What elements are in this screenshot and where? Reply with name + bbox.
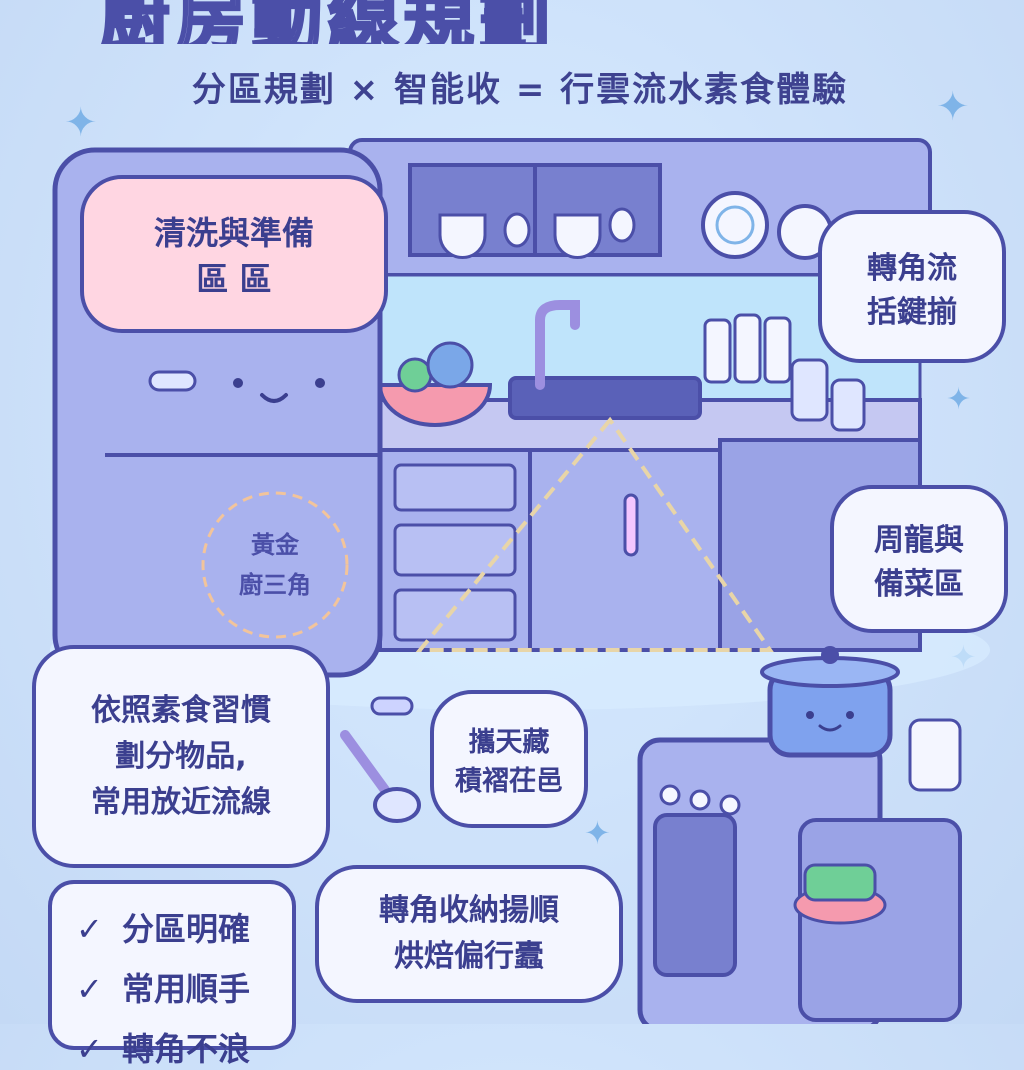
note-line: 黃金 [251, 531, 299, 559]
jar-icon [703, 318, 732, 384]
cup-icon [438, 213, 487, 259]
checklist-item: ✓ 分區明確 [76, 904, 268, 950]
cup-icon [553, 213, 602, 259]
jar-icon [790, 358, 829, 422]
checklist-text: 常用順手 [122, 970, 251, 1008]
sparkle-icon: ✦ [64, 100, 98, 146]
checklist-item: ✓ 常用順手 [76, 964, 268, 1010]
check-icon: ✓ [76, 910, 103, 948]
bubble-line: 周龍與 [874, 523, 964, 558]
plate-icon [701, 191, 769, 259]
jar-icon [830, 378, 866, 432]
sparkle-icon: ✦ [946, 382, 972, 417]
note-line: 廚三角 [239, 571, 311, 599]
bubble-line: 常用放近流線 [91, 784, 271, 820]
bubble-corner-storage: 轉角流 括鍵揃 [818, 210, 1006, 363]
checklist-item: ✓ 轉角不浪 [76, 1024, 268, 1070]
checklist-text: 轉角不浪 [122, 1030, 251, 1068]
sink [508, 376, 702, 420]
sparkle-icon: ✦ [936, 84, 970, 130]
bubble-line: 積褶茌邑 [455, 766, 563, 797]
sparkle-icon: ✦ [584, 814, 611, 852]
kitchen-illustration [50, 138, 990, 1024]
bubble-line: 烘焙偏行蠹 [394, 939, 544, 974]
bubble-line: 備菜區 [874, 567, 964, 602]
bubble-line: 攜天藏 [468, 727, 550, 758]
check-icon: ✓ [76, 970, 103, 1008]
bubble-line: 劃分物品, [115, 738, 247, 774]
bubble-usage-tip: 依照素食習慣 劃分物品, 常用放近流線 [32, 645, 330, 868]
triangle-note: 黃金 廚三角 [210, 525, 340, 605]
jar-icon [733, 313, 762, 384]
bubble-line: 區 區 [196, 260, 272, 298]
bowl-icon [377, 383, 493, 427]
faucet-icon [535, 300, 580, 390]
check-icon: ✓ [76, 1030, 103, 1068]
subtitle: 分區規劃 × 智能收 = 行雲流水素食體驗 [191, 70, 849, 110]
work-triangle [415, 416, 774, 652]
bubble-line: 清洗與準備 [153, 214, 314, 252]
spoon-icon [340, 730, 390, 795]
bubble-line: 轉角收納揚順 [379, 893, 559, 928]
bubble-corner-pull: 轉角收納揚順 烘焙偏行蠹 [315, 865, 623, 1003]
page-title: 厨房動線規劃 [100, 0, 556, 44]
bubble-line: 依照素食習慣 [91, 692, 271, 728]
bubble-line: 括鍵揃 [867, 294, 957, 330]
checklist: ✓ 分區明確 ✓ 常用順手 ✓ 轉角不浪 [48, 880, 296, 1068]
checklist-text: 分區明確 [122, 910, 251, 948]
bubble-cook-serve: 周龍與 備菜區 [830, 485, 1008, 633]
jar-icon [763, 316, 792, 384]
bubble-line: 轉角流 [867, 250, 957, 286]
bubble-wash-prep: 清洗與準備 區 區 [80, 175, 388, 333]
bubble-hidden-storage: 攜天藏 積褶茌邑 [430, 690, 588, 828]
